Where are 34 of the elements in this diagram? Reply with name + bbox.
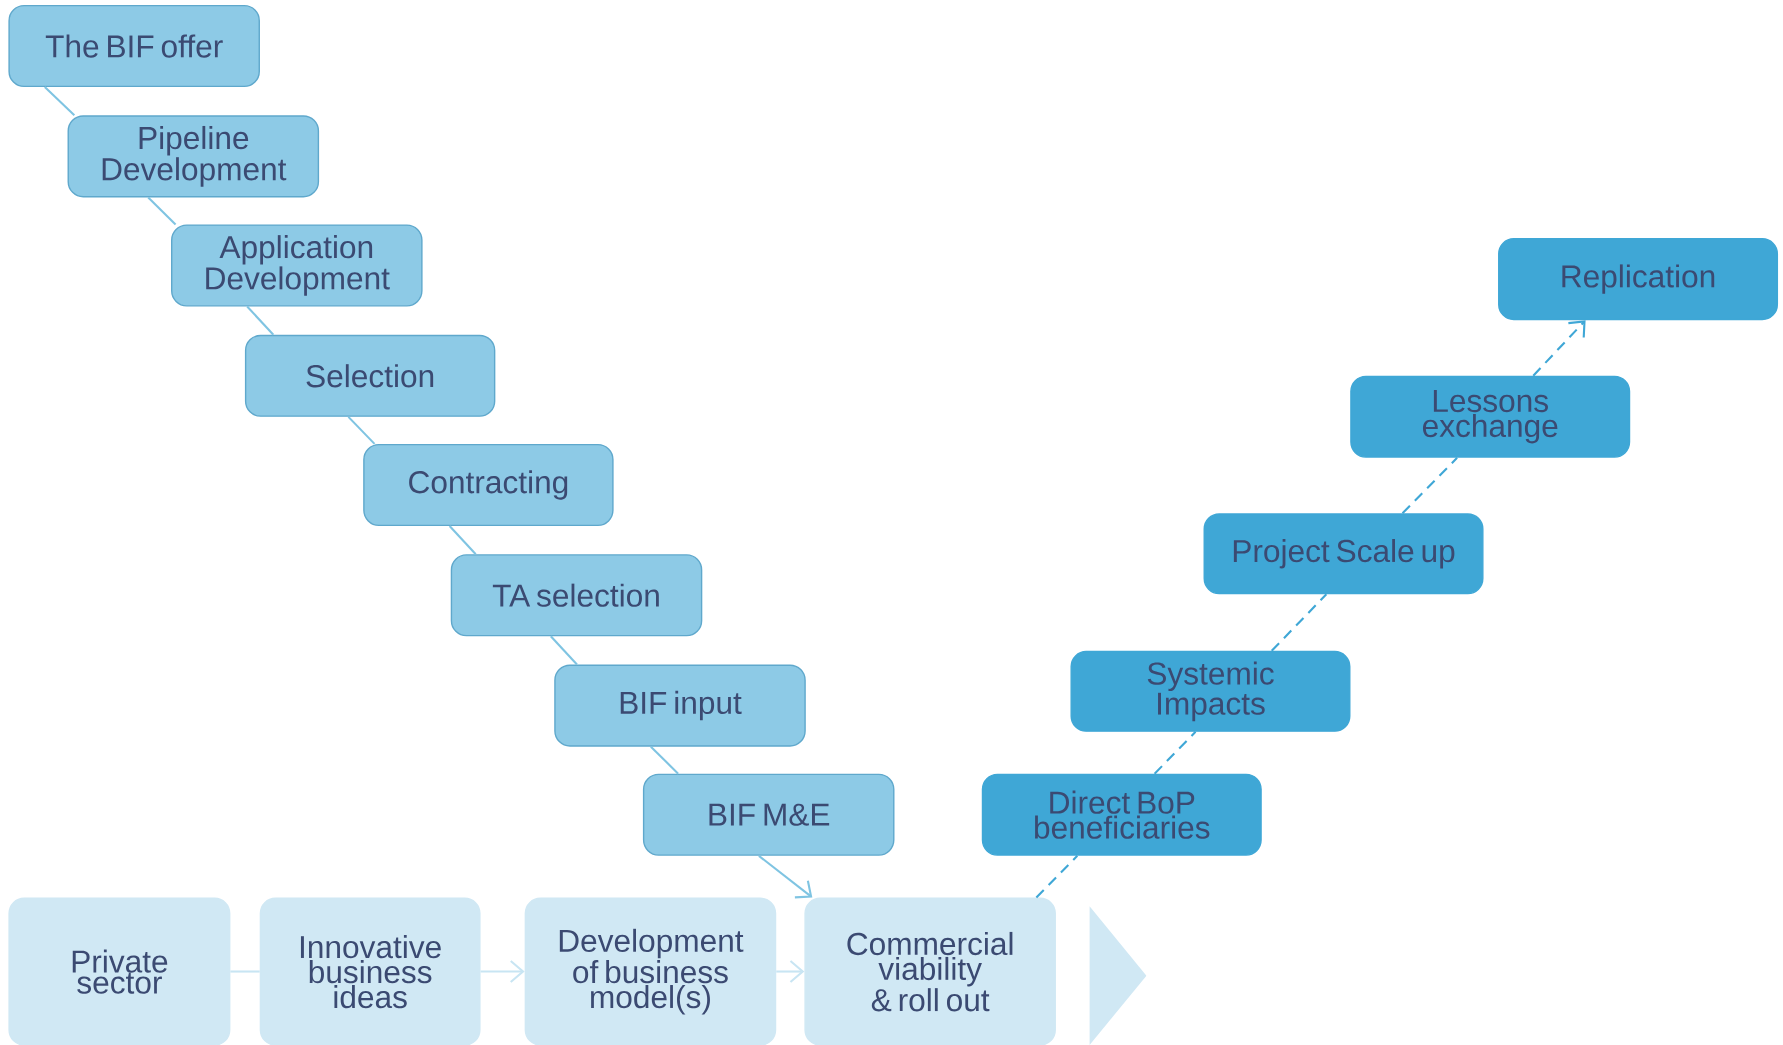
arrow xyxy=(1532,320,1586,377)
connector-line xyxy=(44,86,76,117)
connector-line xyxy=(1401,457,1458,514)
connector-line xyxy=(1271,593,1328,652)
process-box: Direct BoP beneficiaries xyxy=(981,773,1262,856)
process-box: Innovative business ideas xyxy=(259,897,481,1045)
connector-line xyxy=(650,745,679,775)
process-box: The BIF offer xyxy=(8,4,260,88)
connector-line xyxy=(550,635,578,666)
connector-line xyxy=(147,196,177,226)
process-box: Pipeline Development xyxy=(67,115,320,198)
process-box: Lessons exchange xyxy=(1350,375,1631,458)
connector-line xyxy=(347,416,376,445)
process-box: Private sector xyxy=(8,897,231,1045)
connector-line xyxy=(230,970,260,973)
process-box: Development of business model(s) xyxy=(524,897,777,1045)
connector-line xyxy=(1153,731,1197,775)
process-box: TA selection xyxy=(450,554,703,637)
process-box: Contracting xyxy=(363,443,614,527)
process-box: Commercial viability & roll out xyxy=(804,897,1056,1045)
process-box: Replication xyxy=(1498,238,1779,321)
arrow xyxy=(776,960,805,983)
process-box: BIF M&E xyxy=(642,773,895,856)
arrow xyxy=(758,854,813,899)
connector-line xyxy=(246,305,275,336)
process-box: Systemic Impacts xyxy=(1070,650,1351,732)
connector-line xyxy=(1035,855,1079,899)
connector-line xyxy=(448,525,477,555)
arrow xyxy=(480,960,525,983)
process-box: Application Development xyxy=(171,224,423,307)
process-box: Selection xyxy=(244,334,496,417)
chevron-shape xyxy=(1089,906,1147,1045)
process-box: Project Scale up xyxy=(1203,513,1484,595)
process-box: BIF input xyxy=(554,664,806,747)
